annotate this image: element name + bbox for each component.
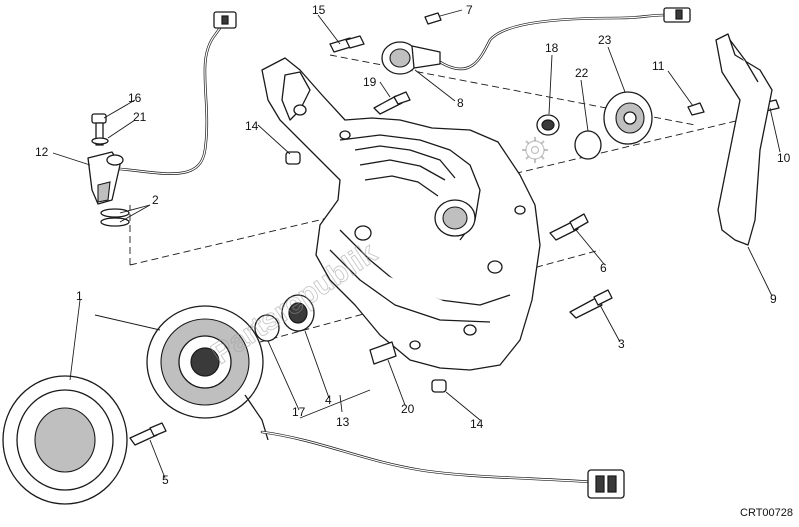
callout-6: 6 <box>600 261 607 275</box>
cover-bolts <box>329 12 442 115</box>
callout-1: 1 <box>76 289 83 303</box>
callouts: 15 7 18 23 11 22 19 8 16 21 14 12 10 2 6… <box>35 3 793 519</box>
callout-23: 23 <box>598 33 612 47</box>
callout-5: 5 <box>162 473 169 487</box>
leader-lines <box>52 9 781 479</box>
small-plate <box>369 341 397 365</box>
callout-9: 9 <box>770 292 777 306</box>
callout-22: 22 <box>575 66 589 80</box>
pickup-sensor <box>381 41 441 75</box>
callout-11: 11 <box>652 59 665 73</box>
bearing-set <box>254 294 315 342</box>
callout-21: 21 <box>133 110 147 124</box>
rotor <box>2 375 128 505</box>
callout-20: 20 <box>401 402 415 416</box>
sensor-fasteners <box>91 113 130 227</box>
callout-13: 13 <box>336 415 350 429</box>
callout-14-bottom: 14 <box>470 417 484 431</box>
crankcase-bolts <box>549 213 613 319</box>
callout-17: 17 <box>292 405 306 419</box>
seal-and-cap <box>536 91 653 160</box>
pickup-wire <box>438 7 691 71</box>
callout-7: 7 <box>466 3 473 17</box>
dowel-pins <box>285 151 447 393</box>
callout-4: 4 <box>325 393 332 407</box>
stator-harness <box>260 430 625 499</box>
gear-icon <box>522 137 548 163</box>
callout-14-top: 14 <box>245 119 259 133</box>
callout-2: 2 <box>152 193 159 207</box>
generator-cover <box>261 57 541 371</box>
chain-guard <box>715 33 773 246</box>
speed-sensor <box>87 151 124 205</box>
stator <box>146 305 269 441</box>
stator-connector <box>587 469 625 499</box>
drawing-code: CRT00728 <box>740 507 793 519</box>
callout-15: 15 <box>312 3 326 17</box>
callout-8: 8 <box>457 96 464 110</box>
callout-16: 16 <box>128 91 142 105</box>
sensor-wire <box>108 11 237 175</box>
callout-10: 10 <box>777 151 791 165</box>
stator-bolt <box>129 422 167 446</box>
callout-12: 12 <box>35 145 49 159</box>
callout-3: 3 <box>618 337 625 351</box>
callout-18: 18 <box>545 41 559 55</box>
callout-19: 19 <box>363 75 377 89</box>
